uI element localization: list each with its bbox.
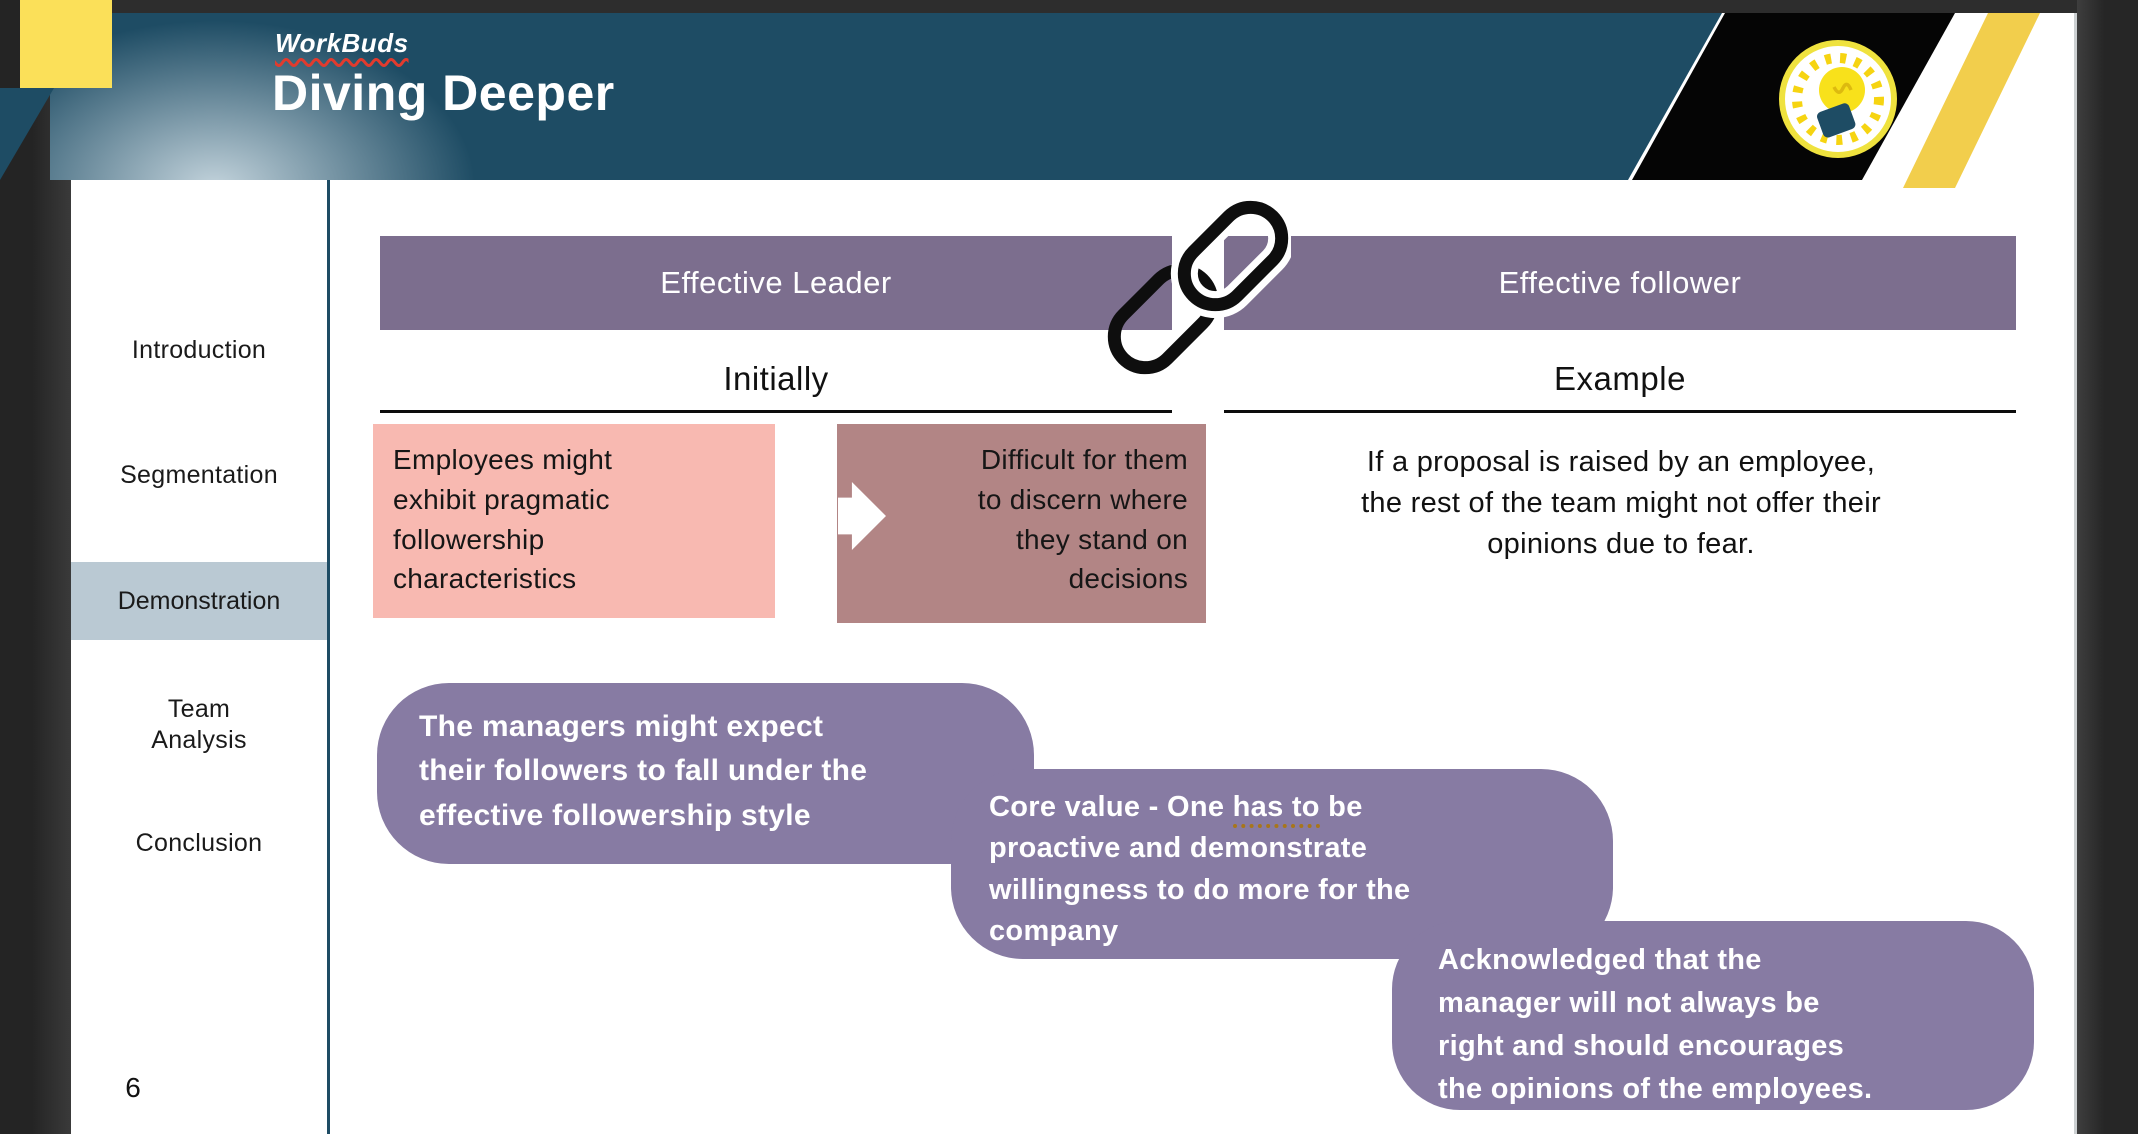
sidebar-item-segmentation[interactable]: Segmentation — [120, 461, 278, 489]
page-title: Diving Deeper — [272, 65, 615, 121]
bubble-core-value: Core value - One has to be proactive and… — [951, 769, 1613, 959]
yellow-accent-square — [20, 0, 112, 88]
core-value-proofing-underline: has to — [1232, 791, 1320, 828]
brand-logo: WorkBuds — [275, 28, 409, 58]
letterbox-top — [0, 0, 2138, 13]
bubble-acknowledgement: Acknowledged that the manager will not a… — [1392, 921, 2034, 1110]
bulb-filament — [1832, 82, 1853, 94]
subheader-example-rule — [1224, 410, 2016, 413]
bulb-base — [1817, 103, 1856, 138]
lightbulb-badge-icon — [1779, 40, 1897, 158]
slide-number: 6 — [125, 1072, 141, 1103]
subheader-initially: Initially — [723, 360, 829, 397]
effective-follower-label: Effective follower — [1498, 265, 1742, 300]
subheader-example: Example — [1554, 360, 1686, 397]
sidebar-item-demonstration-active[interactable]: Demonstration — [71, 562, 327, 640]
effective-leader-label: Effective Leader — [660, 265, 892, 300]
core-value-pre: Core value - One — [989, 791, 1233, 823]
header-corner-decoration — [1632, 13, 2040, 188]
core-value-post: be proactive and demonstrate willingness… — [989, 791, 1411, 948]
sidebar-item-team-analysis[interactable]: Team Analysis — [151, 695, 247, 755]
header-bar-effective-follower: Effective follower — [1224, 236, 2016, 330]
subheader-initially-rule — [380, 410, 1172, 413]
effect-box: Difficult for them to discern where they… — [837, 424, 1206, 623]
bubble-managers-expectation-text: The managers might expect their follower… — [419, 710, 868, 832]
letterbox-left — [0, 0, 71, 1134]
header-band — [50, 13, 1722, 180]
bubble-acknowledgement-text: Acknowledged that the manager will not a… — [1438, 944, 1873, 1105]
sidebar-item-introduction[interactable]: Introduction — [131, 336, 267, 364]
bubble-core-value-text: Core value - One has to be proactive and… — [989, 787, 1410, 953]
yellow-stripe — [1903, 13, 2040, 188]
bubble-managers-expectation: The managers might expect their follower… — [377, 683, 1034, 864]
example-paragraph: If a proposal is raised by an employee, … — [1361, 446, 1881, 561]
chain-link-icon — [1107, 198, 1291, 375]
sidebar-divider — [327, 180, 330, 1134]
sidebar-item-conclusion[interactable]: Conclusion — [135, 829, 263, 857]
letterbox-right — [2077, 0, 2138, 1134]
cause-box: Employees might exhibit pragmatic follow… — [373, 424, 775, 618]
header-bar-effective-leader: Effective Leader — [380, 236, 1172, 330]
slide-right-edge — [2074, 13, 2077, 1134]
